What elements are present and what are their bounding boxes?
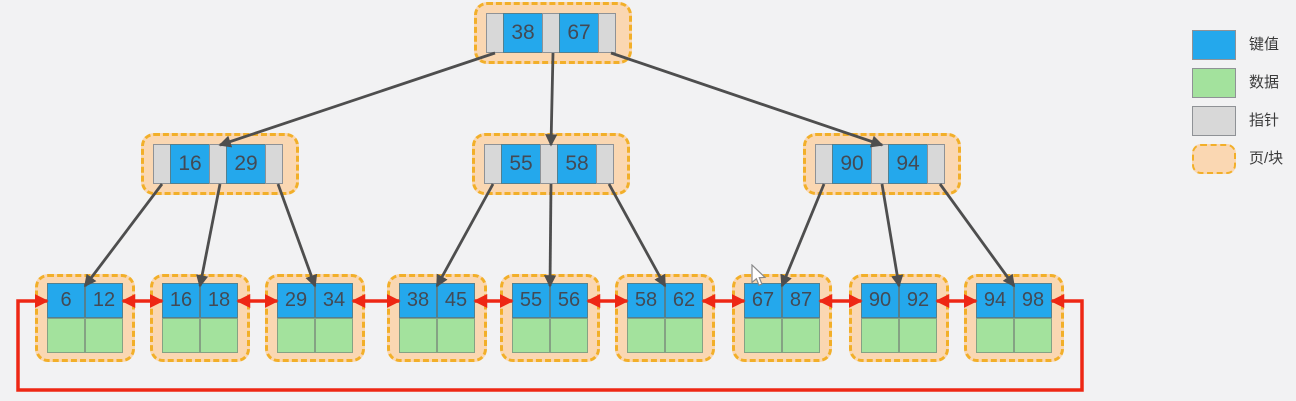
pointer-cell [927, 144, 945, 184]
data-cell [782, 318, 820, 353]
key-cell: 12 [85, 283, 123, 318]
key-cell: 92 [899, 283, 937, 318]
mouse-cursor [751, 264, 767, 286]
key-cell: 58 [627, 283, 665, 318]
key-cell: 34 [315, 283, 353, 318]
pointer-cell [265, 144, 283, 184]
data-cell [85, 318, 123, 353]
data-cell [277, 318, 315, 353]
legend-label-key: 键值 [1249, 36, 1280, 53]
data-cell [437, 318, 475, 353]
key-cell: 16 [162, 283, 200, 318]
key-cell: 90 [861, 283, 899, 318]
data-cell [899, 318, 937, 353]
key-cell: 67 [559, 13, 599, 53]
pointer-swatch [1192, 106, 1236, 136]
key-cell: 87 [782, 283, 820, 318]
legend-item-page: 页/块 [1192, 144, 1283, 174]
key-cell: 45 [437, 283, 475, 318]
legend: 键值 数据 指针 页/块 [1192, 30, 1283, 182]
legend-item-pointer: 指针 [1192, 106, 1283, 136]
key-cell: 38 [503, 13, 543, 53]
data-cell [1014, 318, 1052, 353]
pointer-cell [209, 144, 227, 184]
pointer-cell [542, 13, 560, 53]
node-cells: 90 94 [815, 144, 945, 184]
key-cell: 55 [501, 144, 541, 184]
legend-label-page: 页/块 [1249, 150, 1284, 167]
data-cell [550, 318, 588, 353]
pointer-cell [484, 144, 502, 184]
data-cell [399, 318, 437, 353]
pointer-cell [153, 144, 171, 184]
key-cell: 38 [399, 283, 437, 318]
pointer-cell [596, 144, 614, 184]
internal-node-2: 55 58 [472, 133, 630, 195]
key-cell: 98 [1014, 283, 1052, 318]
data-cell [162, 318, 200, 353]
key-swatch [1192, 30, 1236, 60]
key-cell: 58 [557, 144, 597, 184]
root-node: 38 67 [474, 2, 632, 64]
data-cell [512, 318, 550, 353]
data-cell [200, 318, 238, 353]
legend-item-key: 键值 [1192, 30, 1283, 60]
key-cell: 62 [665, 283, 703, 318]
key-cell: 6 [47, 283, 85, 318]
key-cell: 90 [832, 144, 872, 184]
pointer-cell [871, 144, 889, 184]
data-cell [976, 318, 1014, 353]
key-cell: 94 [976, 283, 1014, 318]
key-cell: 29 [277, 283, 315, 318]
pointer-cell [540, 144, 558, 184]
legend-label-data: 数据 [1249, 74, 1280, 91]
key-cell: 56 [550, 283, 588, 318]
data-swatch [1192, 68, 1236, 98]
key-cell: 18 [200, 283, 238, 318]
data-cell [627, 318, 665, 353]
data-cell [744, 318, 782, 353]
pointer-cell [815, 144, 833, 184]
internal-node-3: 90 94 [803, 133, 961, 195]
data-cell [47, 318, 85, 353]
pointer-cell [486, 13, 504, 53]
key-cell: 94 [888, 144, 928, 184]
data-cell [861, 318, 899, 353]
node-cells: 55 58 [484, 144, 614, 184]
key-cell: 55 [512, 283, 550, 318]
pointer-cell [598, 13, 616, 53]
key-cell: 29 [226, 144, 266, 184]
node-cells: 38 67 [486, 13, 616, 53]
data-cell [665, 318, 703, 353]
key-cell: 16 [170, 144, 210, 184]
legend-item-data: 数据 [1192, 68, 1283, 98]
page-block-swatch [1192, 144, 1236, 174]
data-cell [315, 318, 353, 353]
legend-label-pointer: 指针 [1249, 112, 1280, 129]
